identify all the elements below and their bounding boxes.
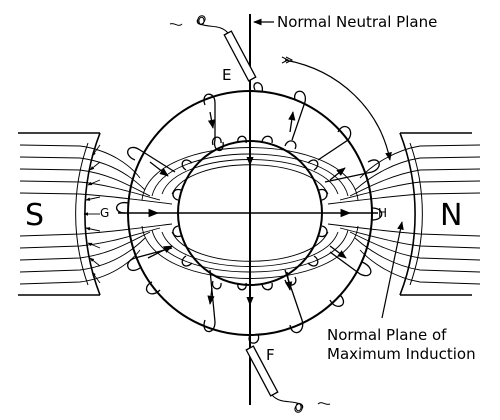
- armature-coils: [116, 82, 383, 344]
- induction-plane-label-line2: Maximum Induction: [327, 345, 476, 363]
- field-arrows-left: [83, 144, 101, 284]
- induction-plane-leader: [381, 221, 404, 319]
- field-lines-right: [327, 144, 481, 285]
- rotation-arrow: [281, 56, 392, 161]
- point-g-label: G: [100, 206, 109, 220]
- brush-e: [169, 15, 257, 82]
- point-f-label: F: [266, 346, 275, 364]
- point-e-label: E: [222, 66, 231, 84]
- brush-f: [245, 345, 331, 413]
- induction-plane-label-line1: Normal Plane of: [327, 326, 447, 344]
- neutral-plane-label: Normal Neutral Plane: [277, 13, 437, 31]
- north-pole-label: N: [440, 198, 462, 233]
- south-pole-label: S: [25, 198, 44, 233]
- field-lines-left: [19, 144, 173, 285]
- north-pole-piece: [399, 132, 472, 296]
- point-h-label: H: [378, 206, 387, 220]
- coil-current-arrows: [147, 111, 347, 306]
